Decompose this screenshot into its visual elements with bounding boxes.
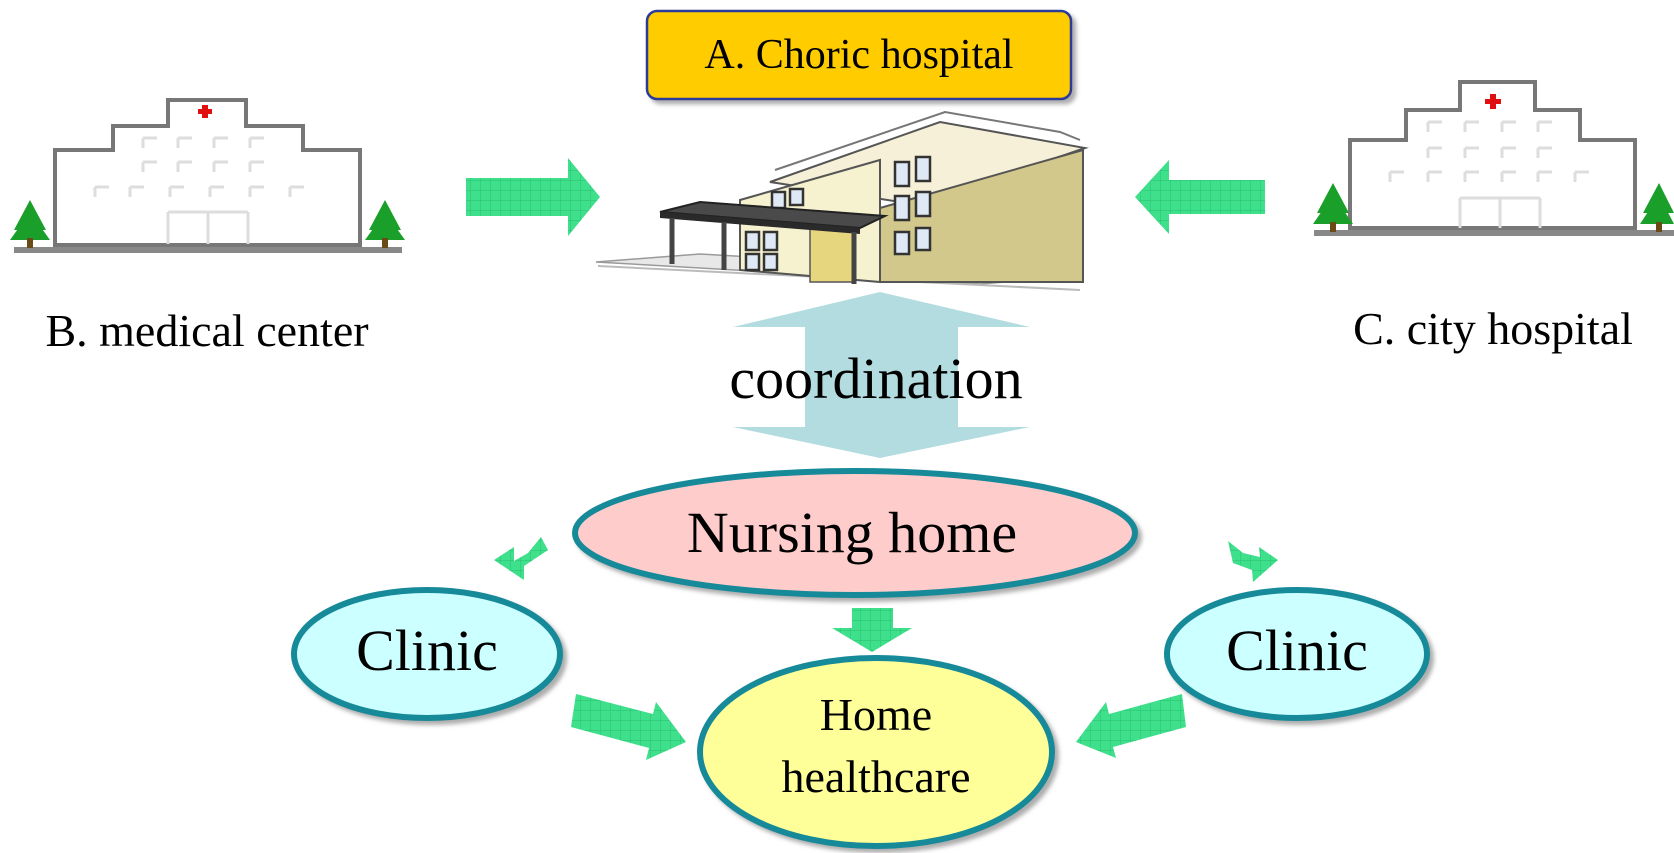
coordination-label: coordination (729, 346, 1022, 411)
right-clinic-label: Clinic (1226, 618, 1368, 683)
window-grid-icon (744, 155, 932, 272)
choric-hospital-label: A. Choric hospital (704, 32, 1013, 78)
nursing-home-label: Nursing home (687, 500, 1017, 565)
arrow-nursing-to-left-clinic (494, 537, 548, 580)
arrow-b-to-a (466, 158, 600, 236)
left-building-icon (10, 98, 405, 253)
tree-icon (10, 200, 50, 248)
right-building-icon (1313, 80, 1674, 236)
left-clinic-ellipse (291, 587, 563, 721)
nursing-home-ellipse (572, 468, 1138, 598)
medical-center-label: B. medical center (45, 305, 368, 356)
arrow-nursing-to-home (832, 608, 912, 652)
tree-icon (365, 200, 405, 248)
arrow-right-clinic-to-home (1076, 694, 1186, 758)
tree-icon (1313, 183, 1353, 232)
home-healthcare-label-line1: Home (820, 689, 932, 740)
home-healthcare-ellipse (697, 655, 1055, 849)
home-healthcare-label-line2: healthcare (782, 751, 971, 802)
arrow-c-to-a (1135, 160, 1265, 234)
arrow-nursing-to-right-clinic (1228, 541, 1278, 582)
city-hospital-label: C. city hospital (1353, 303, 1633, 354)
arrow-left-clinic-to-home (571, 694, 686, 760)
coordination-arrow (733, 292, 1030, 458)
center-building-icon (595, 110, 1089, 291)
tree-icon (1640, 183, 1674, 232)
left-clinic-label: Clinic (356, 618, 498, 683)
right-clinic-ellipse (1164, 587, 1430, 721)
choric-hospital-box (645, 9, 1073, 101)
